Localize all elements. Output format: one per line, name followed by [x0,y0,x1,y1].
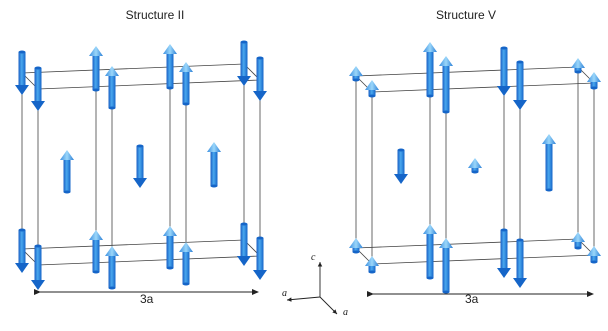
spin-arrow-left-7 [253,56,267,101]
spin-arrow-right-12 [497,228,511,278]
spin-arrow-left-17 [133,144,147,188]
axis-label-a-diagonal: a [343,307,348,318]
spin-arrow-right-17 [468,158,482,174]
spin-arrow-right-6 [571,58,585,74]
dimension-label-right: 3a [465,292,479,306]
spin-arrow-right-7 [587,72,601,90]
spin-arrow-right-11 [439,238,453,294]
spin-arrow-right-8 [349,238,363,254]
spin-arrow-left-4 [163,44,177,90]
spin-arrow-right-15 [587,246,601,264]
spin-arrow-right-1 [365,80,379,98]
spin-arrow-left-9 [31,244,45,290]
axis-label-c: c [311,252,316,263]
spin-arrow-left-14 [237,222,251,266]
spin-arrow-right-2 [423,42,437,98]
title-structure-v: Structure V [435,8,497,22]
spin-arrow-left-0 [15,50,29,95]
spin-arrow-left-8 [15,228,29,273]
title-structure-ii: Structure II [125,8,185,22]
spin-arrow-right-4 [497,46,511,96]
spin-arrow-right-3 [439,56,453,114]
axis-label-a-horizontal: a [282,288,287,299]
spin-arrow-right-10 [423,224,437,280]
spin-arrow-right-16 [394,148,408,184]
spin-arrow-right-14 [571,232,585,250]
spin-arrow-right-5 [513,60,527,110]
spin-arrow-right-9 [365,256,379,274]
spin-arrow-left-3 [105,66,119,110]
spin-arrow-left-16 [60,150,74,194]
unit-cell-frame-right [355,66,595,265]
spin-arrow-left-13 [179,242,193,286]
spin-arrow-left-1 [31,66,45,111]
axes-icon [286,262,338,315]
spin-arrow-right-13 [513,238,527,288]
spin-arrow-left-12 [163,226,177,270]
spin-arrow-left-11 [105,246,119,290]
spin-arrow-left-15 [253,236,267,280]
spin-arrow-right-18 [542,134,556,192]
spin-arrow-left-10 [89,230,103,274]
spin-arrow-left-18 [207,142,221,188]
spin-arrow-left-6 [237,40,251,86]
spin-arrow-right-0 [349,66,363,82]
spin-arrow-left-2 [89,46,103,92]
dimension-label-left: 3a [140,292,154,306]
spin-arrow-left-5 [179,62,193,106]
